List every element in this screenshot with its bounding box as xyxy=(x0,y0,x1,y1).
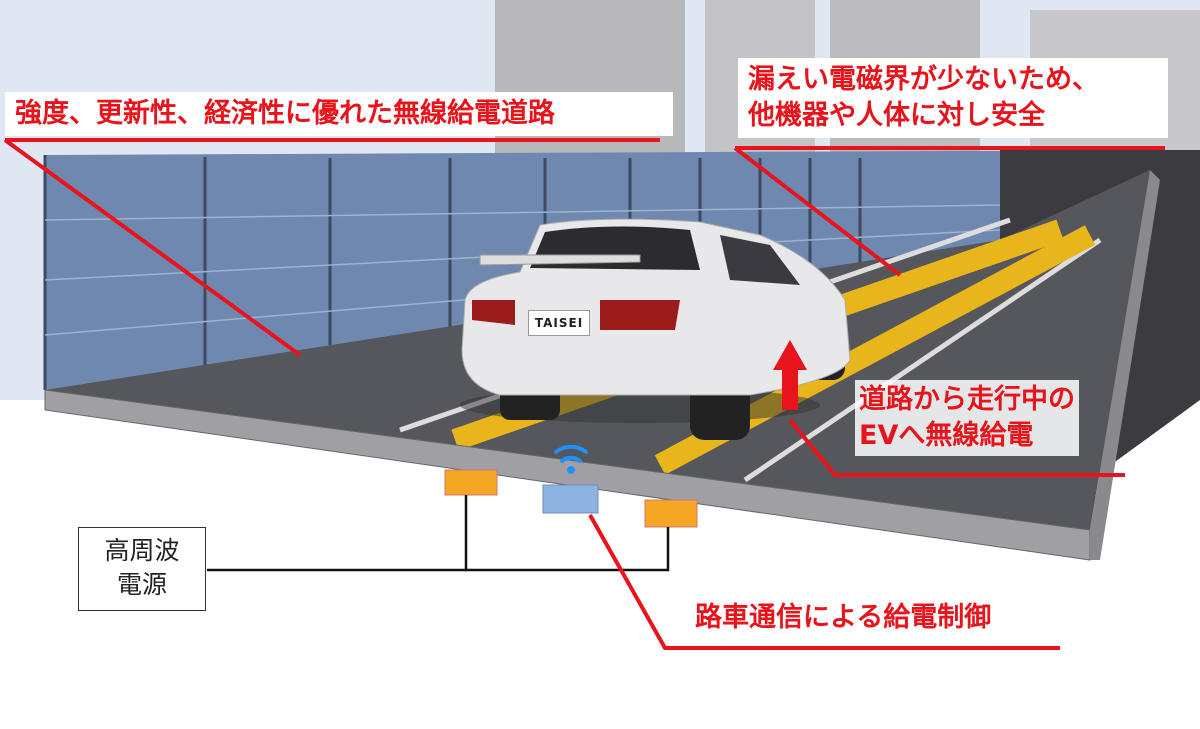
safety-text-line1: 漏えい電磁界が少ないため、 xyxy=(748,64,1099,95)
power-transfer-arrow xyxy=(773,340,807,410)
electric-vehicle xyxy=(460,218,851,440)
coil-right xyxy=(644,499,698,528)
wifi-icon xyxy=(554,444,588,474)
charging-text-line2: EVへ無線給電 xyxy=(859,420,1034,451)
power-source-line1: 高周波 xyxy=(104,536,180,565)
road-slab-side xyxy=(1090,170,1160,560)
safety-label: 漏えい電磁界が少ないため、 他機器や人体に対し安全 xyxy=(738,58,1168,138)
charging-label: 道路から走行中の EVへ無線給電 xyxy=(855,380,1079,456)
communication-text: 路車通信による給電制御 xyxy=(695,602,992,633)
callout-lines xyxy=(3,138,1165,650)
coil-left xyxy=(444,469,498,496)
communication-unit xyxy=(542,484,599,514)
safety-text-line2: 他機器や人体に対し安全 xyxy=(748,100,1045,131)
charging-text-line1: 道路から走行中の xyxy=(859,384,1075,415)
road-feature-text: 強度、更新性、経済性に優れた無線給電道路 xyxy=(15,98,555,129)
road-feature-label: 強度、更新性、経済性に優れた無線給電道路 xyxy=(5,92,673,136)
power-source-line2: 電源 xyxy=(116,570,167,599)
license-plate: TAISEI xyxy=(528,310,590,336)
building xyxy=(495,0,685,160)
communication-label: 路車通信による給電制御 xyxy=(695,600,991,636)
high-frequency-power-source: 高周波 電源 xyxy=(78,527,206,611)
power-wiring xyxy=(207,495,670,572)
